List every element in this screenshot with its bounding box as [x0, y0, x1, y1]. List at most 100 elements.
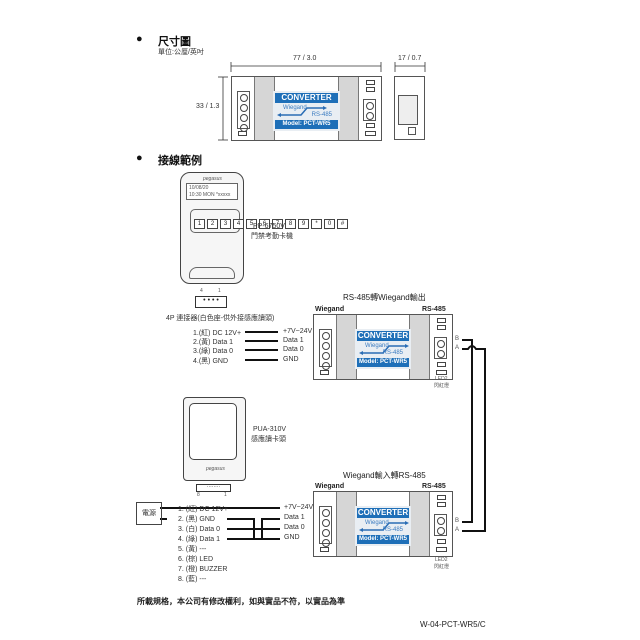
led-indicator: [437, 362, 446, 367]
pin-label: 8: [197, 492, 200, 498]
connector-description: 4P 連接器(白色座-供外接感應讀頭): [166, 315, 275, 322]
wiegand-terminal-block: [319, 506, 332, 547]
proximity-reader-device: pegasus: [183, 397, 246, 481]
bidirectional-arrow-icon: [277, 106, 327, 117]
led-indicator: [320, 370, 329, 375]
terminal-a-label: A: [455, 527, 460, 533]
housing-right: [338, 77, 359, 140]
led2-description: 閃紅燈: [434, 383, 450, 389]
led-indicator: [366, 80, 375, 85]
document-code: W-04-PCT-WR5/C: [420, 620, 486, 629]
target-label: GND: [284, 534, 300, 541]
target-label: Data 0: [283, 346, 304, 353]
led-indicator: [437, 318, 446, 323]
pin-label: 4: [200, 288, 203, 294]
terminal-b-label: B: [455, 336, 460, 342]
reader-description: 感應讀卡頭: [251, 436, 286, 443]
8p-connector-icon: ········: [196, 484, 231, 492]
led-indicator: [320, 547, 329, 552]
rs485-terminal-block: [363, 99, 376, 121]
keypad-key: 2: [207, 219, 218, 229]
keypad-key: 1: [194, 219, 205, 229]
target-label: +7V~24V: [284, 504, 314, 511]
keypad-key: 8: [285, 219, 296, 229]
housing-right: [409, 492, 430, 556]
dip-switch: [436, 547, 447, 552]
converter-header: CONVERTER: [357, 331, 409, 341]
pin-row: 6. (棕) LED: [178, 556, 214, 563]
led-indicator: [437, 539, 446, 544]
target-label: Data 1: [284, 514, 305, 521]
units-label: 單位:公厘/英吋: [158, 49, 204, 56]
pin-row: 7. (橙) BUZZER: [178, 566, 228, 573]
pin-row: 2.(黃) Data 1: [193, 339, 234, 346]
pin-row: 5. (黃) ---: [178, 546, 207, 553]
pin-row: 3. (白) Data 0: [178, 526, 221, 533]
converter-front-view: CONVERTER Wiegand RS-485 Model: PCT-WR5: [231, 76, 382, 141]
keypad-key: 9: [298, 219, 309, 229]
housing-left: [336, 492, 357, 556]
target-label: GND: [283, 356, 299, 363]
wiegand-terminal-block: [237, 91, 250, 132]
pin-label: 1: [218, 288, 221, 294]
led-indicator: [437, 502, 446, 507]
rs485-terminal-block: [434, 514, 447, 536]
pin-row: 3.(綠) Data 0: [193, 348, 234, 355]
housing-left: [254, 77, 275, 140]
pin-row: 1. (紅) DC 12V+: [178, 506, 228, 513]
rs485-text: RS-485: [382, 527, 403, 533]
housing-right: [409, 315, 430, 379]
converter-diagram1: CONVERTER Wiegand RS-485 Model: PCT-WR5: [313, 314, 453, 380]
pin-row: 4.(黑) GND: [193, 358, 228, 365]
lcd-display: 10/08/20 10:30 MON *xxxxx: [186, 183, 238, 200]
depth-dimension: 17 / 0.7: [398, 55, 422, 62]
bidirectional-arrow-icon: [359, 344, 409, 355]
footer-notice: 所載規格，本公司有修改權利，如與實品不符，以實品為準: [137, 597, 345, 606]
length-dimension: 77 / 3.0: [293, 55, 317, 62]
power-supply-box: 電源: [136, 502, 162, 525]
target-label: Data 0: [284, 524, 305, 531]
keypad-key: 3: [220, 219, 231, 229]
converter-label: CONVERTER Wiegand RS-485 Model: PCT-WR5: [355, 506, 411, 546]
led-indicator: [437, 495, 446, 500]
rs485-terminal-block: [434, 337, 447, 359]
diagram2-title: Wiegand輸入轉RS-485: [343, 471, 426, 480]
target-label: +7V~24V: [283, 328, 313, 335]
bidirectional-arrow-icon: [359, 521, 409, 532]
keypad-key: #: [337, 219, 348, 229]
bullet: ●: [136, 33, 143, 45]
rs485-text: RS-485: [311, 112, 332, 118]
dip-switch: [365, 131, 376, 136]
dip-switch: [436, 370, 447, 375]
model-label: Model: PCT-WR5: [275, 120, 338, 129]
rs485-side-label: RS-485: [422, 306, 446, 313]
converter-header: CONVERTER: [275, 93, 338, 103]
led-indicator: [437, 325, 446, 330]
led2-label: LED2: [435, 557, 448, 563]
led-indicator: [366, 87, 375, 92]
model-label: Model: PCT-WR5: [357, 535, 409, 544]
wiegand-text: Wiegand: [365, 520, 389, 526]
pin-row: 1.(紅) DC 12V+: [193, 330, 242, 337]
wiegand-side-label: Wiegand: [315, 483, 345, 490]
led-indicator: [238, 131, 247, 136]
led-indicator: [366, 123, 375, 128]
bullet: ●: [136, 152, 143, 164]
keypad-key: 6: [259, 219, 270, 229]
card-area: [189, 267, 235, 279]
keypad-key: 0: [324, 219, 335, 229]
wiegand-text: Wiegand: [365, 343, 389, 349]
keypad-model: PP-6750V: [253, 223, 285, 230]
height-dimension: 33 / 1.3: [196, 103, 220, 110]
led2-description: 閃紅燈: [434, 564, 450, 570]
section-title-dimensions: 尺寸圖: [158, 36, 191, 48]
brand-logo: pegasus: [206, 466, 225, 472]
lcd-time: 10:30 MON *xxxxx: [189, 192, 231, 198]
keypad-key: *: [311, 219, 322, 229]
housing-left: [336, 315, 357, 379]
reader-model: PUA-310V: [253, 426, 287, 433]
4p-connector-icon: • • • •: [195, 296, 227, 308]
